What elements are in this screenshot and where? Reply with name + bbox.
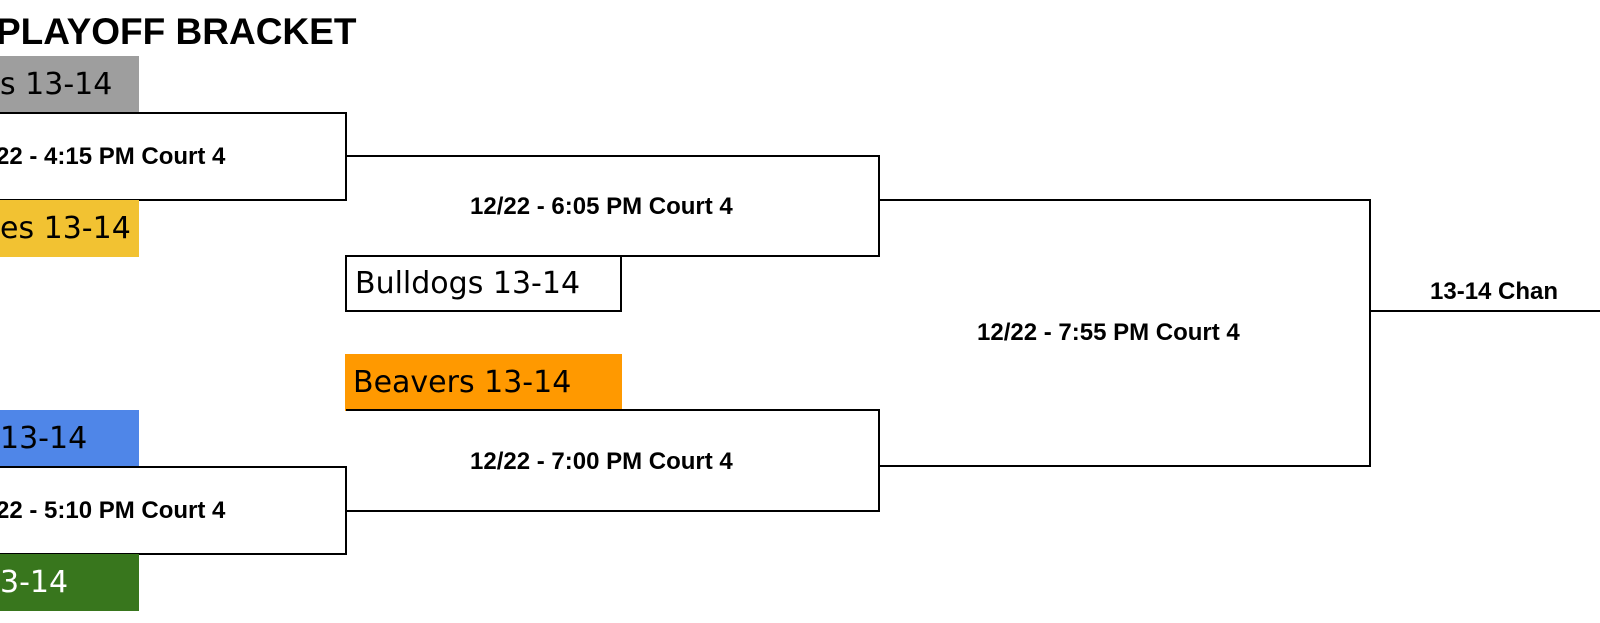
team-name: 3-14 [0,565,69,600]
connector-final-right [1369,199,1371,467]
connector-champion [1369,310,1600,312]
game-label-round1-upper: 22 - 4:15 PM Court 4 [0,143,226,170]
team-name: s 13-14 [0,67,113,102]
game-box-round1-upper [0,112,347,201]
game-label-final: 12/22 - 7:55 PM Court 4 [977,319,1240,346]
team-slot-beavers: Beavers 13-14 [345,354,622,411]
team-slot-round1-bottom: 3-14 [0,554,139,611]
connector-r2-lower-bottom [346,510,880,512]
connector-r2-lower-top [346,409,880,411]
game-label-round1-lower: 22 - 5:10 PM Court 4 [0,497,226,524]
page-title: PLAYOFF BRACKET [0,11,357,52]
game-label-round2-lower: 12/22 - 7:00 PM Court 4 [470,448,733,475]
connector-final-bottom [878,465,1371,467]
connector-r2-upper-right [878,155,880,257]
game-box-round1-lower [0,466,347,555]
team-name: 13-14 [0,421,88,456]
connector-r2-upper-top [346,155,880,157]
team-slot-round1-second: es 13-14 [0,200,139,257]
connector-r2-upper-bottom [620,255,880,257]
connector-r2-lower-right [878,409,880,512]
team-name: es 13-14 [0,211,131,246]
connector-final-top [878,199,1371,201]
team-slot-round1-top: s 13-14 [0,56,139,113]
team-name: Bulldogs 13-14 [355,266,581,301]
team-name: Beavers 13-14 [353,365,572,400]
team-slot-round1-third: 13-14 [0,410,139,467]
champion-label: 13-14 Chan [1430,278,1559,305]
game-label-round2-upper: 12/22 - 6:05 PM Court 4 [470,193,733,220]
team-slot-bulldogs: Bulldogs 13-14 [345,255,622,312]
